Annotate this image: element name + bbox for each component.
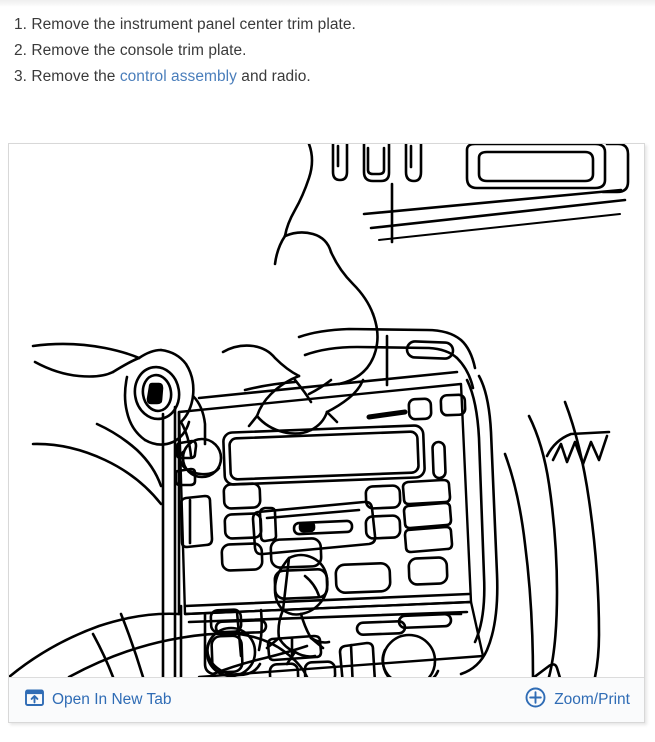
step-number-3: 3. xyxy=(14,68,28,85)
page-top-band xyxy=(0,0,655,7)
instruction-list: 1. Remove the instrument panel center tr… xyxy=(0,12,655,90)
dashboard-line-drawing xyxy=(9,144,644,677)
figure-panel: Open In New Tab Zoom/Print xyxy=(8,143,645,723)
step-text-3-suffix: and radio. xyxy=(236,68,311,85)
open-in-new-tab-icon xyxy=(25,688,44,712)
step-text-3-prefix: Remove the xyxy=(27,68,120,85)
figure-toolbar: Open In New Tab Zoom/Print xyxy=(9,677,644,722)
step-text-1: Remove the instrument panel center trim … xyxy=(27,16,356,33)
zoom-print-label: Zoom/Print xyxy=(554,691,630,709)
step-text-2: Remove the console trim plate. xyxy=(27,42,247,59)
plus-circle-icon xyxy=(525,687,546,713)
zoom-print-button[interactable]: Zoom/Print xyxy=(525,687,630,713)
open-in-new-tab-button[interactable]: Open In New Tab xyxy=(25,688,171,712)
instruction-step-3: 3. Remove the control assembly and radio… xyxy=(0,64,655,90)
figure-image[interactable] xyxy=(9,144,644,677)
control-assembly-link[interactable]: control assembly xyxy=(119,68,237,85)
instruction-step-2: 2. Remove the console trim plate. xyxy=(0,38,655,64)
open-in-new-tab-label: Open In New Tab xyxy=(52,691,172,709)
step-number-2: 2. xyxy=(14,42,28,59)
step-number-1: 1. xyxy=(14,16,28,33)
instruction-step-1: 1. Remove the instrument panel center tr… xyxy=(0,12,655,38)
